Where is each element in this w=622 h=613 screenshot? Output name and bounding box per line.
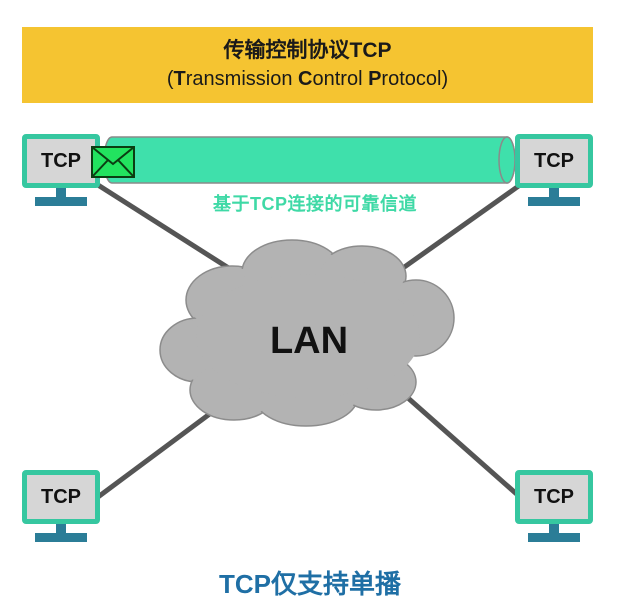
link-bottom-right [406, 396, 522, 499]
host-top-left[interactable]: TCP [22, 134, 100, 216]
monitor-base [528, 533, 580, 542]
link-top-right [401, 182, 522, 271]
footer-caption: TCP仅支持单播 [218, 569, 401, 599]
host-label: TCP [41, 485, 81, 508]
subtitle-initial-p: P [368, 68, 382, 90]
host-label: TCP [534, 149, 574, 172]
subtitle-initial-t: T [173, 68, 186, 90]
monitor-screen: TCP [515, 470, 593, 524]
subtitle-part: ( [166, 68, 174, 90]
monitor-stand [549, 188, 559, 197]
host-label: TCP [534, 485, 574, 508]
title-banner: 传输控制协议TCP (Transmission Control Protocol… [22, 27, 593, 103]
link-top-left [96, 182, 240, 277]
host-top-right[interactable]: TCP [515, 134, 593, 216]
monitor-stand [549, 524, 559, 533]
monitor-base [35, 197, 87, 206]
monitor-screen: TCP [515, 134, 593, 188]
link-bottom-left [96, 407, 217, 500]
banner-title: 传输控制协议TCP [223, 39, 392, 62]
monitor-screen: TCP [22, 134, 100, 188]
host-label: TCP [41, 149, 81, 172]
envelope-icon [91, 146, 135, 178]
subtitle-part: rotocol) [381, 68, 449, 90]
monitor-base [528, 197, 580, 206]
channel-label: 基于TCP连接的可靠信道 [213, 194, 417, 214]
monitor-screen: TCP [22, 470, 100, 524]
lan-label: LAN [269, 320, 349, 362]
monitor-stand [56, 188, 66, 197]
subtitle-part: ontrol [312, 68, 369, 90]
host-bottom-left[interactable]: TCP [22, 470, 100, 552]
subtitle-part: ransmission [185, 68, 299, 90]
subtitle-initial-c: C [298, 68, 313, 90]
monitor-stand [56, 524, 66, 533]
banner-subtitle: (Transmission Control Protocol) [22, 65, 593, 93]
monitor-base [35, 533, 87, 542]
host-bottom-right[interactable]: TCP [515, 470, 593, 552]
